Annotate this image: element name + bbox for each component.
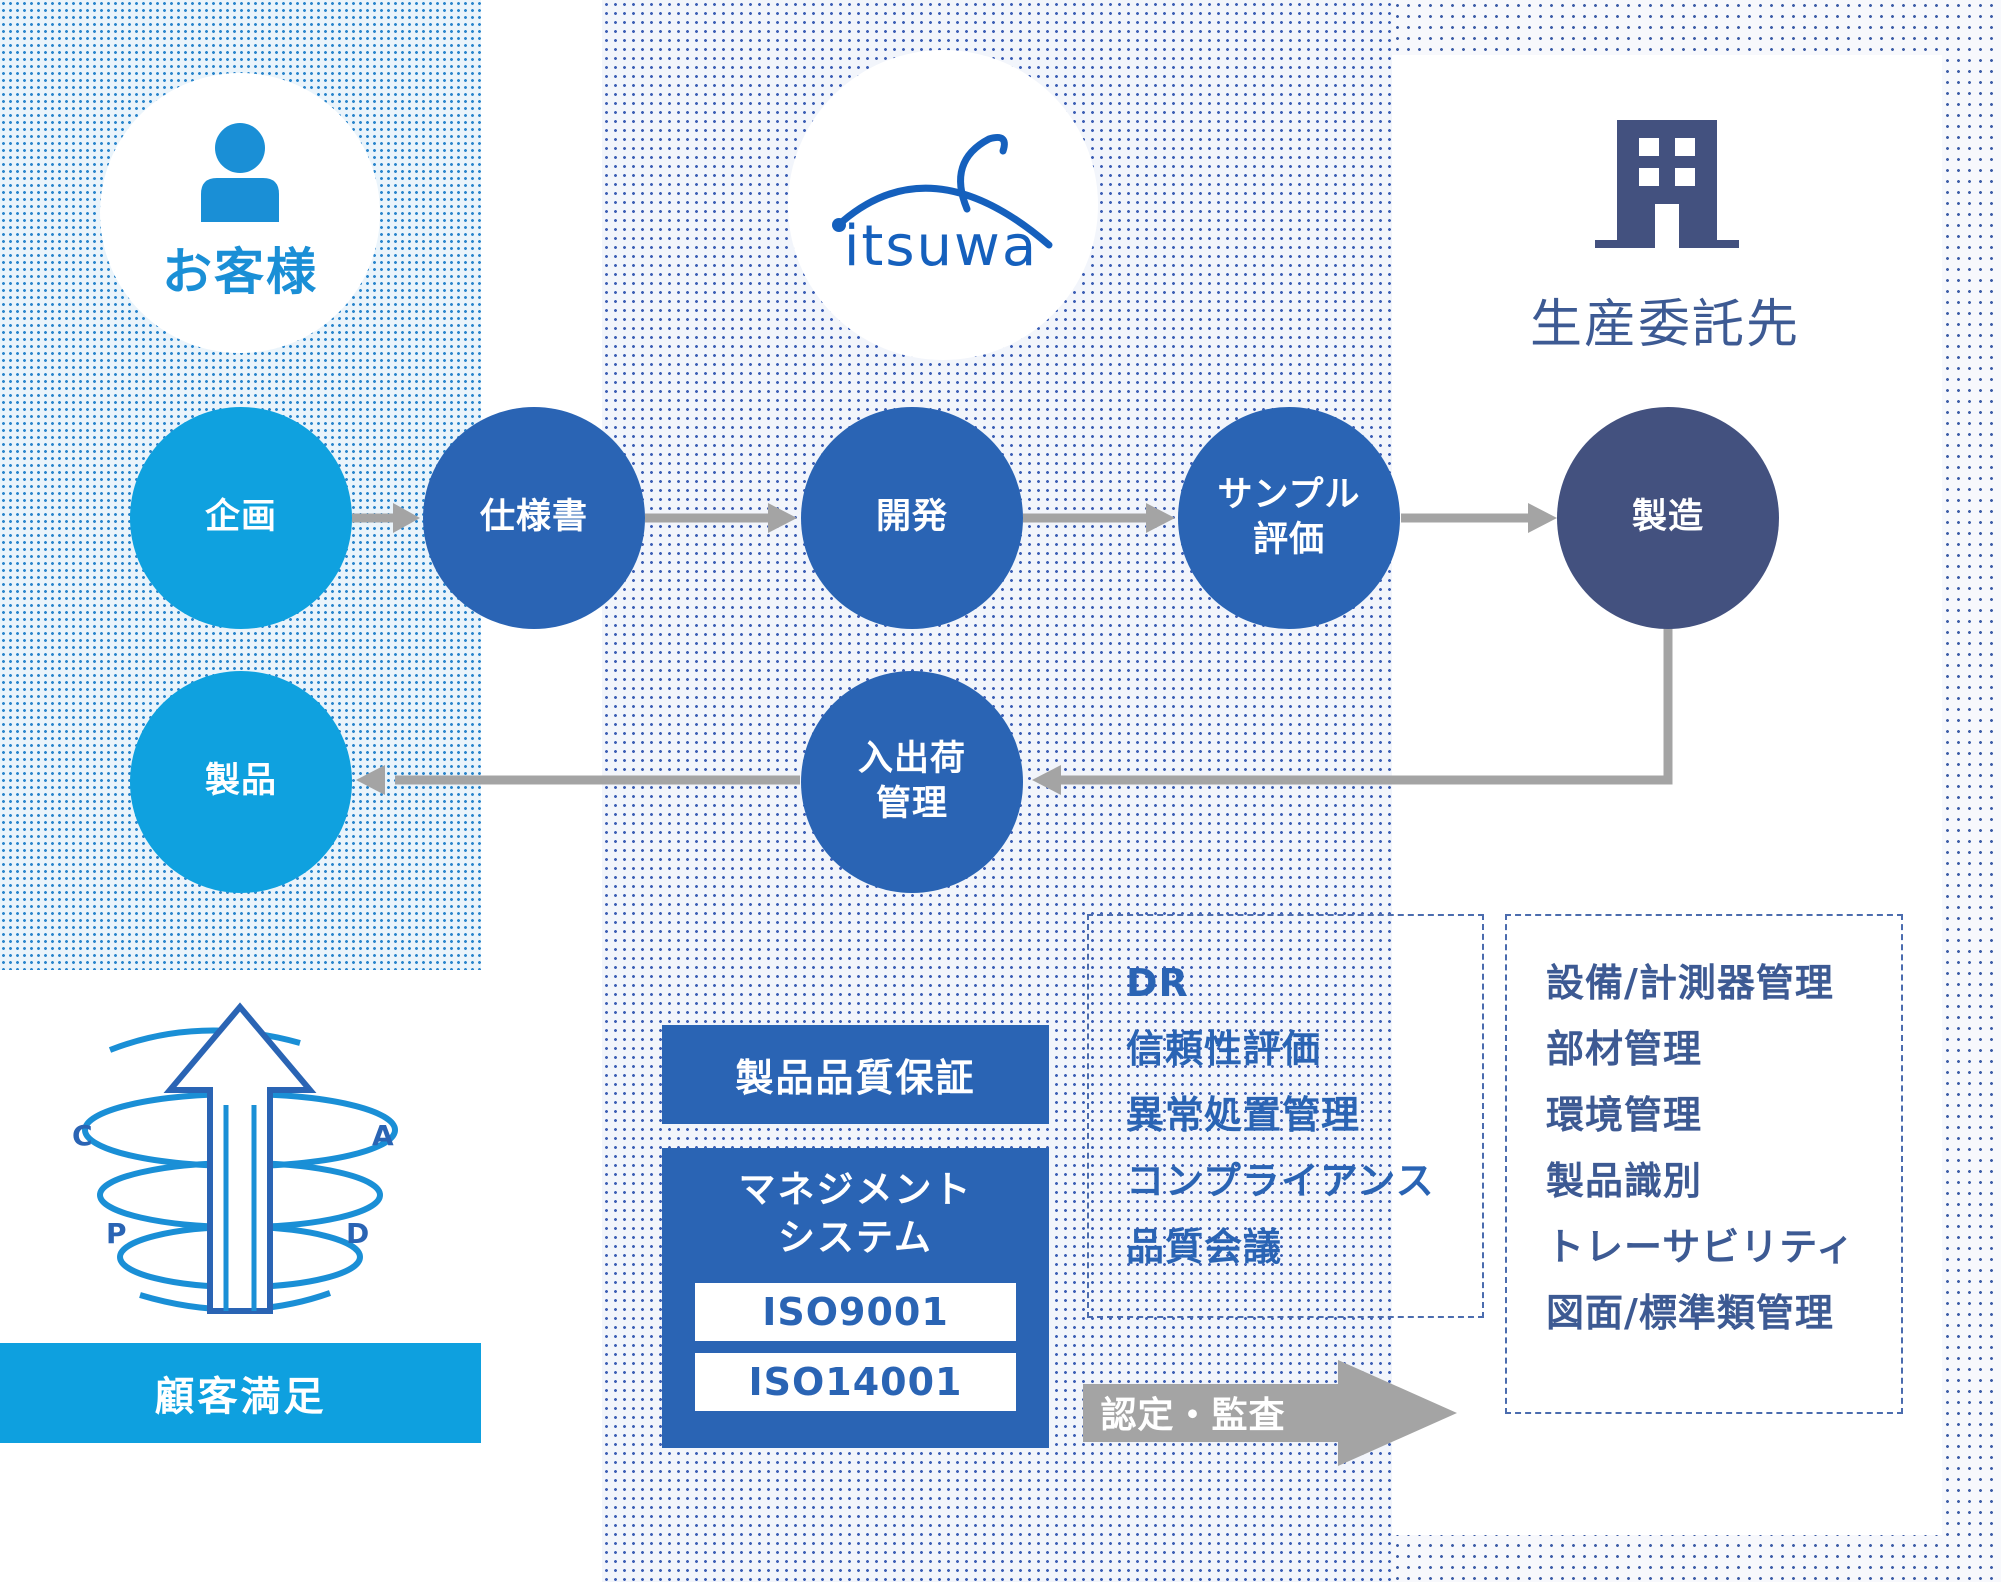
customer-label: お客様 bbox=[162, 243, 318, 301]
node-sample-evaluation: サンプル 評価 bbox=[1178, 407, 1400, 629]
management-system-title: マネジメント システム bbox=[738, 1168, 973, 1260]
list-item: 図面/標準類管理 bbox=[1546, 1291, 1834, 1335]
audit-arrow bbox=[1083, 1360, 1457, 1466]
product-quality-assurance-box: 製品品質保証 bbox=[662, 1025, 1049, 1124]
list-item: 部材管理 bbox=[1546, 1027, 1703, 1071]
list-item: DR bbox=[1126, 961, 1189, 1005]
audit-label: 認定・監査 bbox=[1100, 1395, 1286, 1436]
pdca-letter-p: P bbox=[106, 1217, 127, 1250]
factory-management-items-box: 設備/計測器管理 部材管理 環境管理 製品識別 トレーサビリティ 図面/標準類管… bbox=[1505, 914, 1903, 1414]
list-item: トレーサビリティ bbox=[1546, 1225, 1855, 1269]
list-item: 製品識別 bbox=[1546, 1159, 1703, 1203]
pdca-letter-d: D bbox=[346, 1217, 369, 1250]
itsuwa-activities-list: DR 信頼性評価 異常処置管理 コンプライアンス 品質会議 bbox=[1126, 950, 1435, 1280]
node-planning: 企画 bbox=[130, 407, 352, 629]
itsuwa-header: itsuwa bbox=[788, 50, 1098, 360]
pdca-spiral-icon: C A P D bbox=[72, 1002, 398, 1314]
node-spec: 仕様書 bbox=[423, 407, 645, 629]
itsuwa-quality-activities-box: DR 信頼性評価 異常処置管理 コンプライアンス 品質会議 bbox=[1087, 914, 1484, 1318]
arrow-manufacturing-to-shipping bbox=[1058, 628, 1673, 785]
factory-items-list: 設備/計測器管理 部材管理 環境管理 製品識別 トレーサビリティ 図面/標準類管… bbox=[1546, 950, 1855, 1346]
pdca-letter-a: A bbox=[372, 1119, 394, 1152]
list-item: 品質会議 bbox=[1126, 1225, 1283, 1269]
person-icon bbox=[201, 123, 279, 222]
iso14001-badge: ISO14001 bbox=[695, 1353, 1016, 1411]
customer-header: お客様 bbox=[100, 73, 380, 353]
list-item: 環境管理 bbox=[1546, 1093, 1703, 1137]
node-development: 開発 bbox=[801, 407, 1023, 629]
itsuwa-logo-text: itsuwa bbox=[844, 214, 1038, 279]
list-item: 設備/計測器管理 bbox=[1546, 961, 1834, 1005]
pdca-letter-c: C bbox=[72, 1119, 93, 1152]
node-product: 製品 bbox=[130, 671, 352, 893]
list-item: 異常処置管理 bbox=[1126, 1093, 1361, 1137]
customer-satisfaction-banner: 顧客満足 bbox=[0, 1343, 481, 1443]
management-system-box: マネジメント システム ISO9001 ISO14001 bbox=[662, 1148, 1049, 1448]
factory-label: 生産委託先 bbox=[1529, 295, 1800, 355]
building-icon bbox=[1595, 120, 1739, 248]
node-shipping-management: 入出荷 管理 bbox=[801, 671, 1023, 893]
iso9001-badge: ISO9001 bbox=[695, 1283, 1016, 1341]
list-item: 信頼性評価 bbox=[1126, 1027, 1322, 1071]
node-manufacturing: 製造 bbox=[1557, 407, 1779, 629]
list-item: コンプライアンス bbox=[1126, 1159, 1435, 1203]
itsuwa-logo: itsuwa bbox=[832, 134, 1053, 279]
